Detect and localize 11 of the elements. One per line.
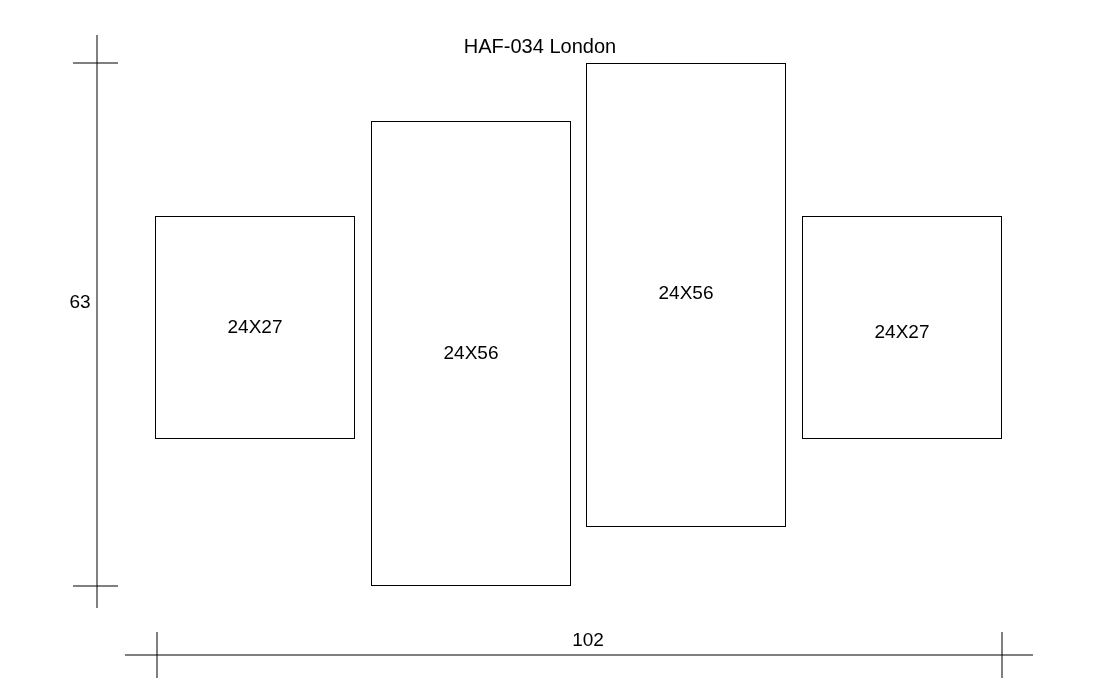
panel-rectangle (586, 63, 786, 527)
size-label: 24X56 (443, 341, 499, 364)
panel-rectangle (802, 216, 1002, 439)
size-label: 24X56 (658, 282, 714, 304)
size-label: 24X27 (227, 315, 283, 338)
panel-rectangle (155, 216, 355, 439)
dimension-label: 102 (572, 629, 604, 651)
panel-rectangle (371, 121, 571, 586)
size-label: 24X27 (874, 320, 930, 343)
title: HAF-034 London (463, 34, 617, 58)
dimension-label: 63 (69, 291, 91, 313)
